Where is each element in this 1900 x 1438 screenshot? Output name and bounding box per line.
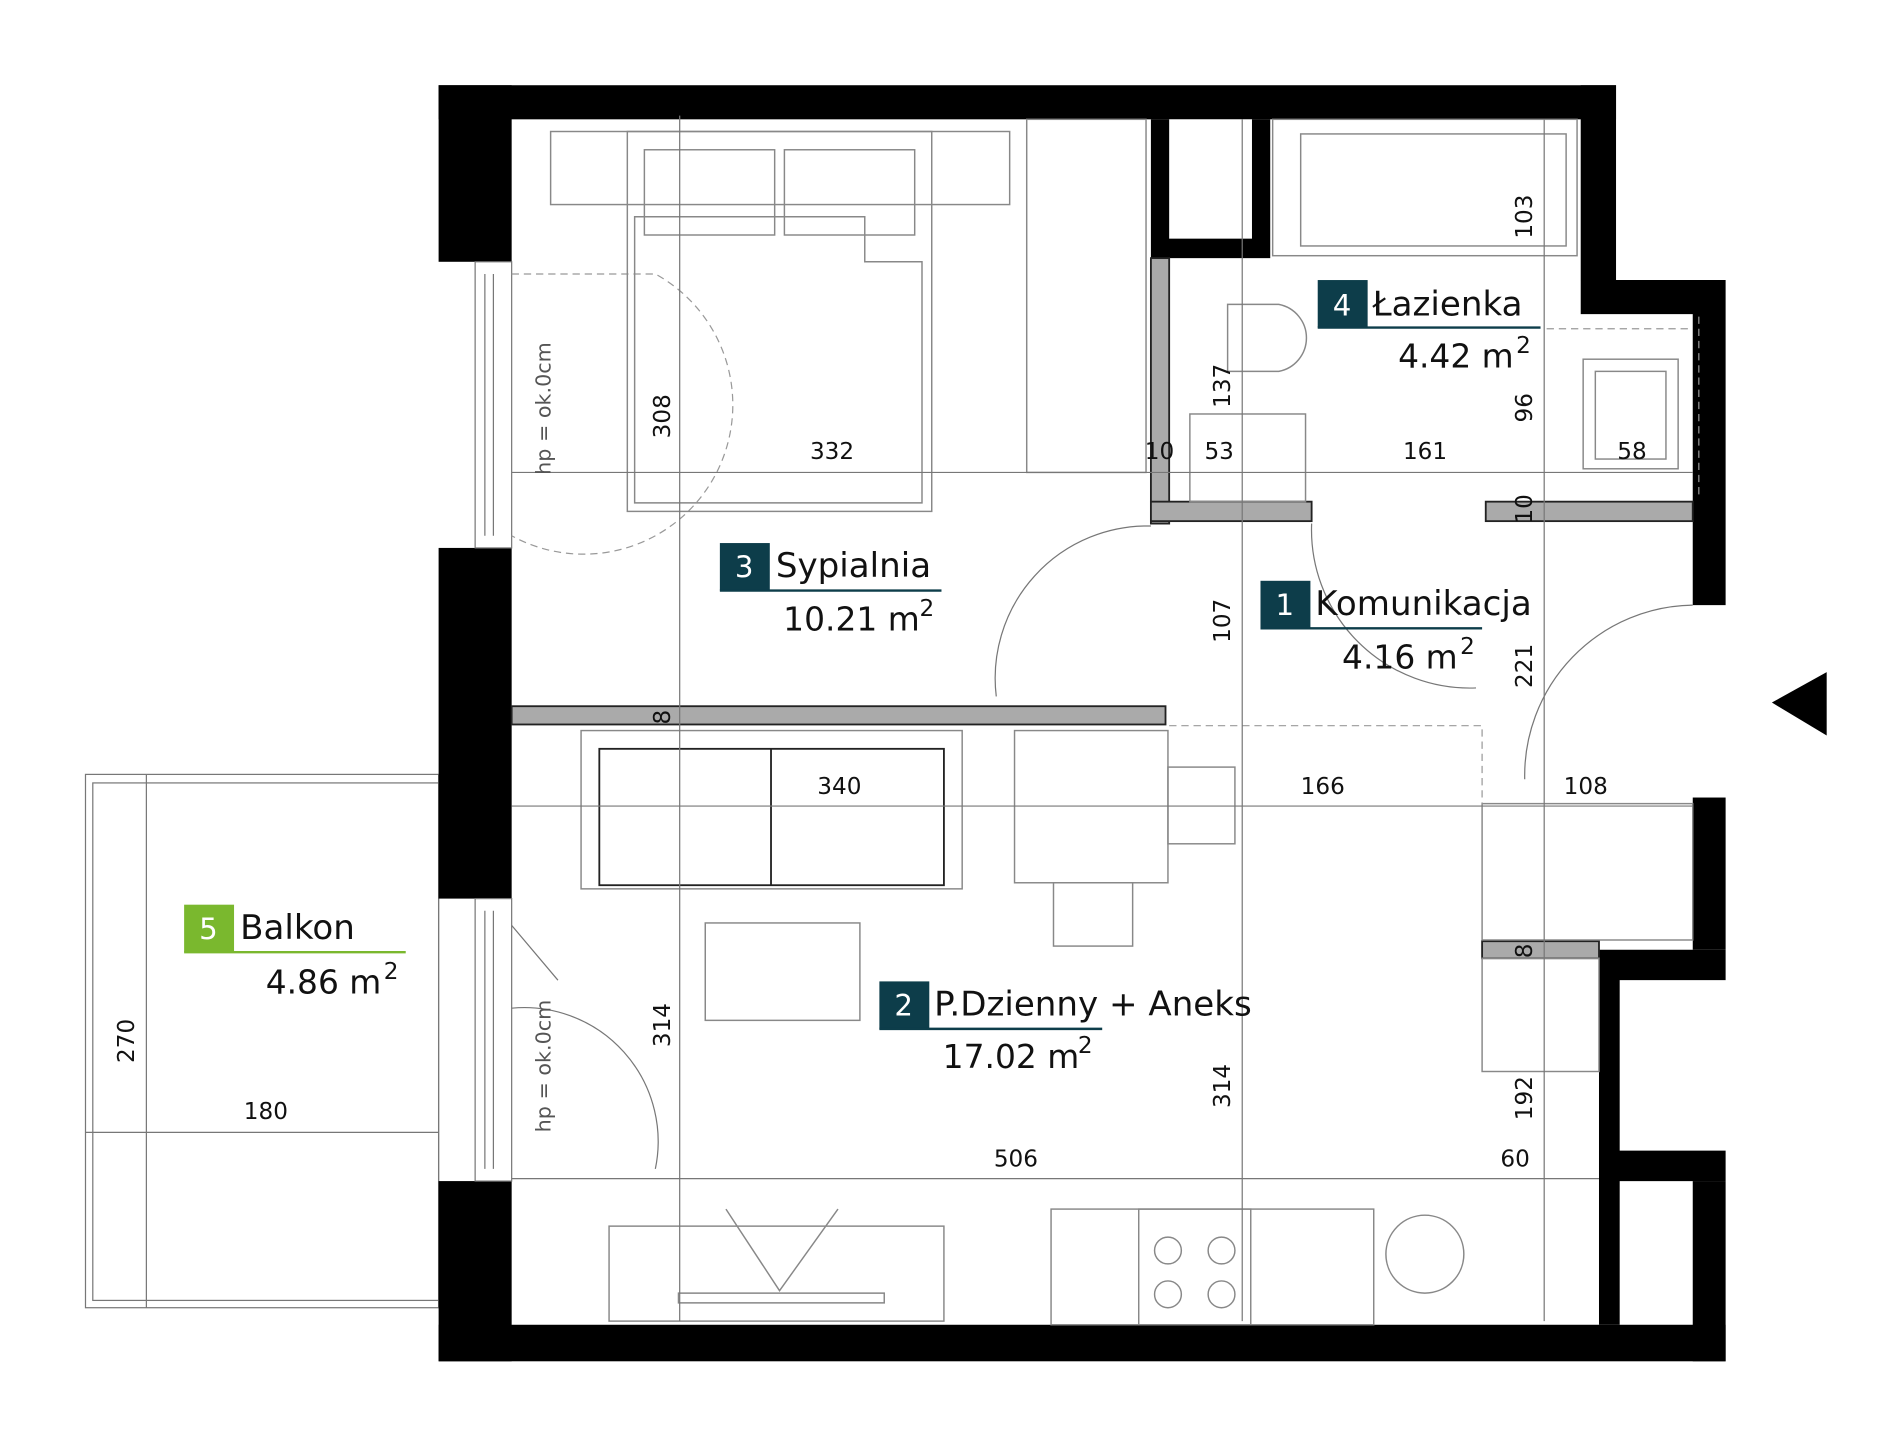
- furniture: [511, 115, 1700, 1326]
- svg-text:4.16 m: 4.16 m: [1342, 637, 1458, 676]
- svg-text:58: 58: [1617, 439, 1646, 465]
- svg-text:506: 506: [994, 1146, 1038, 1172]
- svg-text:340: 340: [817, 774, 861, 800]
- windows: [474, 261, 513, 1182]
- svg-text:2: 2: [1516, 333, 1531, 359]
- room-label-lazienka: 4 Łazienka 4.42 m 2: [1317, 280, 1541, 376]
- svg-text:107: 107: [1210, 599, 1236, 643]
- svg-text:Komunikacja: Komunikacja: [1315, 584, 1531, 624]
- window-note-living: hp = ok.0cm: [532, 1000, 556, 1133]
- svg-text:2: 2: [1460, 634, 1475, 660]
- svg-text:192: 192: [1512, 1076, 1538, 1120]
- svg-text:53: 53: [1204, 439, 1233, 465]
- svg-text:221: 221: [1512, 644, 1538, 688]
- svg-text:10: 10: [1512, 494, 1538, 523]
- interior-walls: [510, 257, 1694, 960]
- dimension-labels: 308 332 10 53 137 161 58 103 96 10 107 2…: [114, 195, 1646, 1173]
- svg-text:137: 137: [1210, 364, 1236, 408]
- balcony: [84, 773, 440, 1309]
- svg-text:60: 60: [1500, 1146, 1529, 1172]
- svg-text:161: 161: [1403, 439, 1447, 465]
- svg-text:96: 96: [1512, 393, 1538, 422]
- svg-text:8: 8: [1512, 944, 1538, 959]
- entrance-arrow-icon: [1771, 672, 1827, 736]
- svg-text:2: 2: [384, 959, 399, 985]
- svg-text:308: 308: [650, 394, 676, 438]
- svg-text:1: 1: [1276, 588, 1295, 622]
- svg-text:Balkon: Balkon: [240, 908, 355, 948]
- svg-text:332: 332: [810, 439, 854, 465]
- svg-text:4.86 m: 4.86 m: [266, 963, 382, 1002]
- svg-text:2: 2: [894, 988, 913, 1022]
- doors: [511, 273, 1693, 1170]
- room-label-sypialnia: 3 Sypialnia 10.21 m 2: [719, 543, 942, 639]
- svg-text:270: 270: [114, 1019, 140, 1063]
- svg-text:4: 4: [1333, 288, 1352, 322]
- svg-text:10.21 m: 10.21 m: [783, 600, 920, 639]
- svg-text:17.02 m: 17.02 m: [943, 1037, 1080, 1076]
- svg-text:4.42 m: 4.42 m: [1398, 337, 1514, 376]
- room-label-pokoj-dzienny: 2 P.Dzienny + Aneks 17.02 m 2: [879, 981, 1252, 1076]
- room-label-balkon: 5 Balkon 4.86 m 2: [184, 904, 406, 1002]
- svg-text:314: 314: [650, 1003, 676, 1047]
- svg-text:180: 180: [244, 1099, 288, 1125]
- svg-text:2: 2: [1078, 1033, 1093, 1059]
- svg-text:P.Dzienny + Aneks: P.Dzienny + Aneks: [934, 984, 1252, 1024]
- svg-text:103: 103: [1512, 195, 1538, 239]
- svg-text:166: 166: [1301, 774, 1345, 800]
- svg-text:3: 3: [735, 550, 754, 584]
- room-label-komunikacja: 1 Komunikacja 4.16 m 2: [1260, 580, 1532, 676]
- window-note-bedroom: hp = ok.0cm: [532, 342, 556, 475]
- svg-text:8: 8: [650, 710, 676, 725]
- svg-text:10: 10: [1145, 439, 1174, 465]
- svg-text:314: 314: [1210, 1064, 1236, 1108]
- svg-text:Sypialnia: Sypialnia: [776, 546, 931, 586]
- exterior-walls: [438, 85, 1726, 1362]
- svg-text:108: 108: [1564, 774, 1608, 800]
- svg-text:2: 2: [920, 596, 935, 622]
- svg-text:Łazienka: Łazienka: [1372, 284, 1523, 324]
- svg-text:5: 5: [199, 912, 218, 946]
